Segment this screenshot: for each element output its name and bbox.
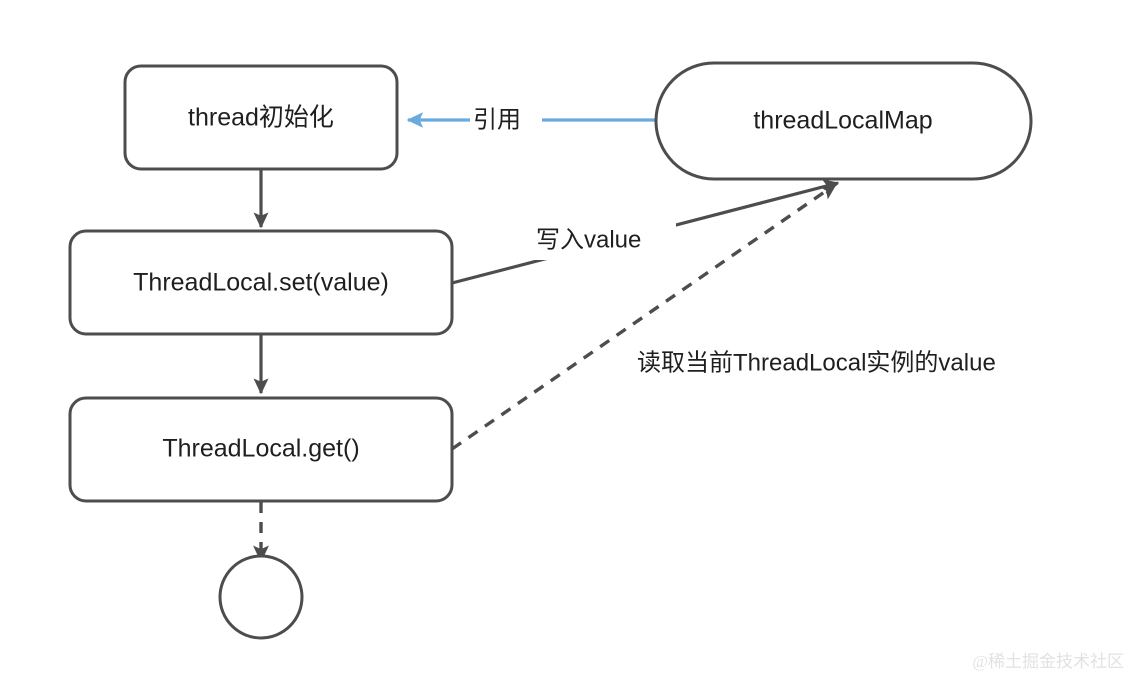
node-thread-init-shape[interactable] bbox=[123, 64, 399, 171]
edge-map-to-init-label: 引用 bbox=[473, 106, 521, 133]
edge-set-to-map-label-bg bbox=[532, 222, 676, 260]
edge-get-to-map: 读取当前ThreadLocal实例的value bbox=[451, 182, 1066, 451]
node-threadlocalmap[interactable]: threadLocalMap bbox=[654, 61, 1033, 181]
edge-set-to-map: 写入value bbox=[451, 179, 840, 285]
node-threadlocal-set-label: ThreadLocal.set(value) bbox=[133, 269, 389, 297]
node-threadlocal-get-shape[interactable] bbox=[68, 396, 454, 503]
node-threadlocalmap-shape[interactable] bbox=[654, 61, 1033, 181]
node-threadlocal-get-label: ThreadLocal.get() bbox=[162, 435, 359, 463]
edge-get-to-map-line bbox=[451, 182, 838, 451]
node-end-circle[interactable] bbox=[218, 554, 304, 640]
node-threadlocal-get[interactable]: ThreadLocal.get() bbox=[68, 396, 454, 503]
edge-set-to-map-label: 写入value bbox=[536, 226, 641, 253]
node-thread-init-label: thread初始化 bbox=[188, 104, 334, 132]
edge-get-to-map-label-bg bbox=[630, 343, 1066, 385]
edge-map-to-init: 引用 bbox=[406, 104, 655, 137]
watermark: @稀土掘金技术社区 bbox=[972, 652, 1124, 671]
node-end-circle-shape[interactable] bbox=[218, 554, 304, 640]
node-threadlocal-set-shape[interactable] bbox=[68, 229, 454, 336]
node-threadlocal-set[interactable]: ThreadLocal.set(value) bbox=[68, 229, 454, 336]
edge-get-to-map-label: 读取当前ThreadLocal实例的value bbox=[637, 349, 996, 376]
node-threadlocalmap-label: threadLocalMap bbox=[753, 107, 932, 135]
node-thread-init[interactable]: thread初始化 bbox=[123, 64, 399, 171]
edge-map-to-init-label-bg bbox=[470, 104, 542, 137]
